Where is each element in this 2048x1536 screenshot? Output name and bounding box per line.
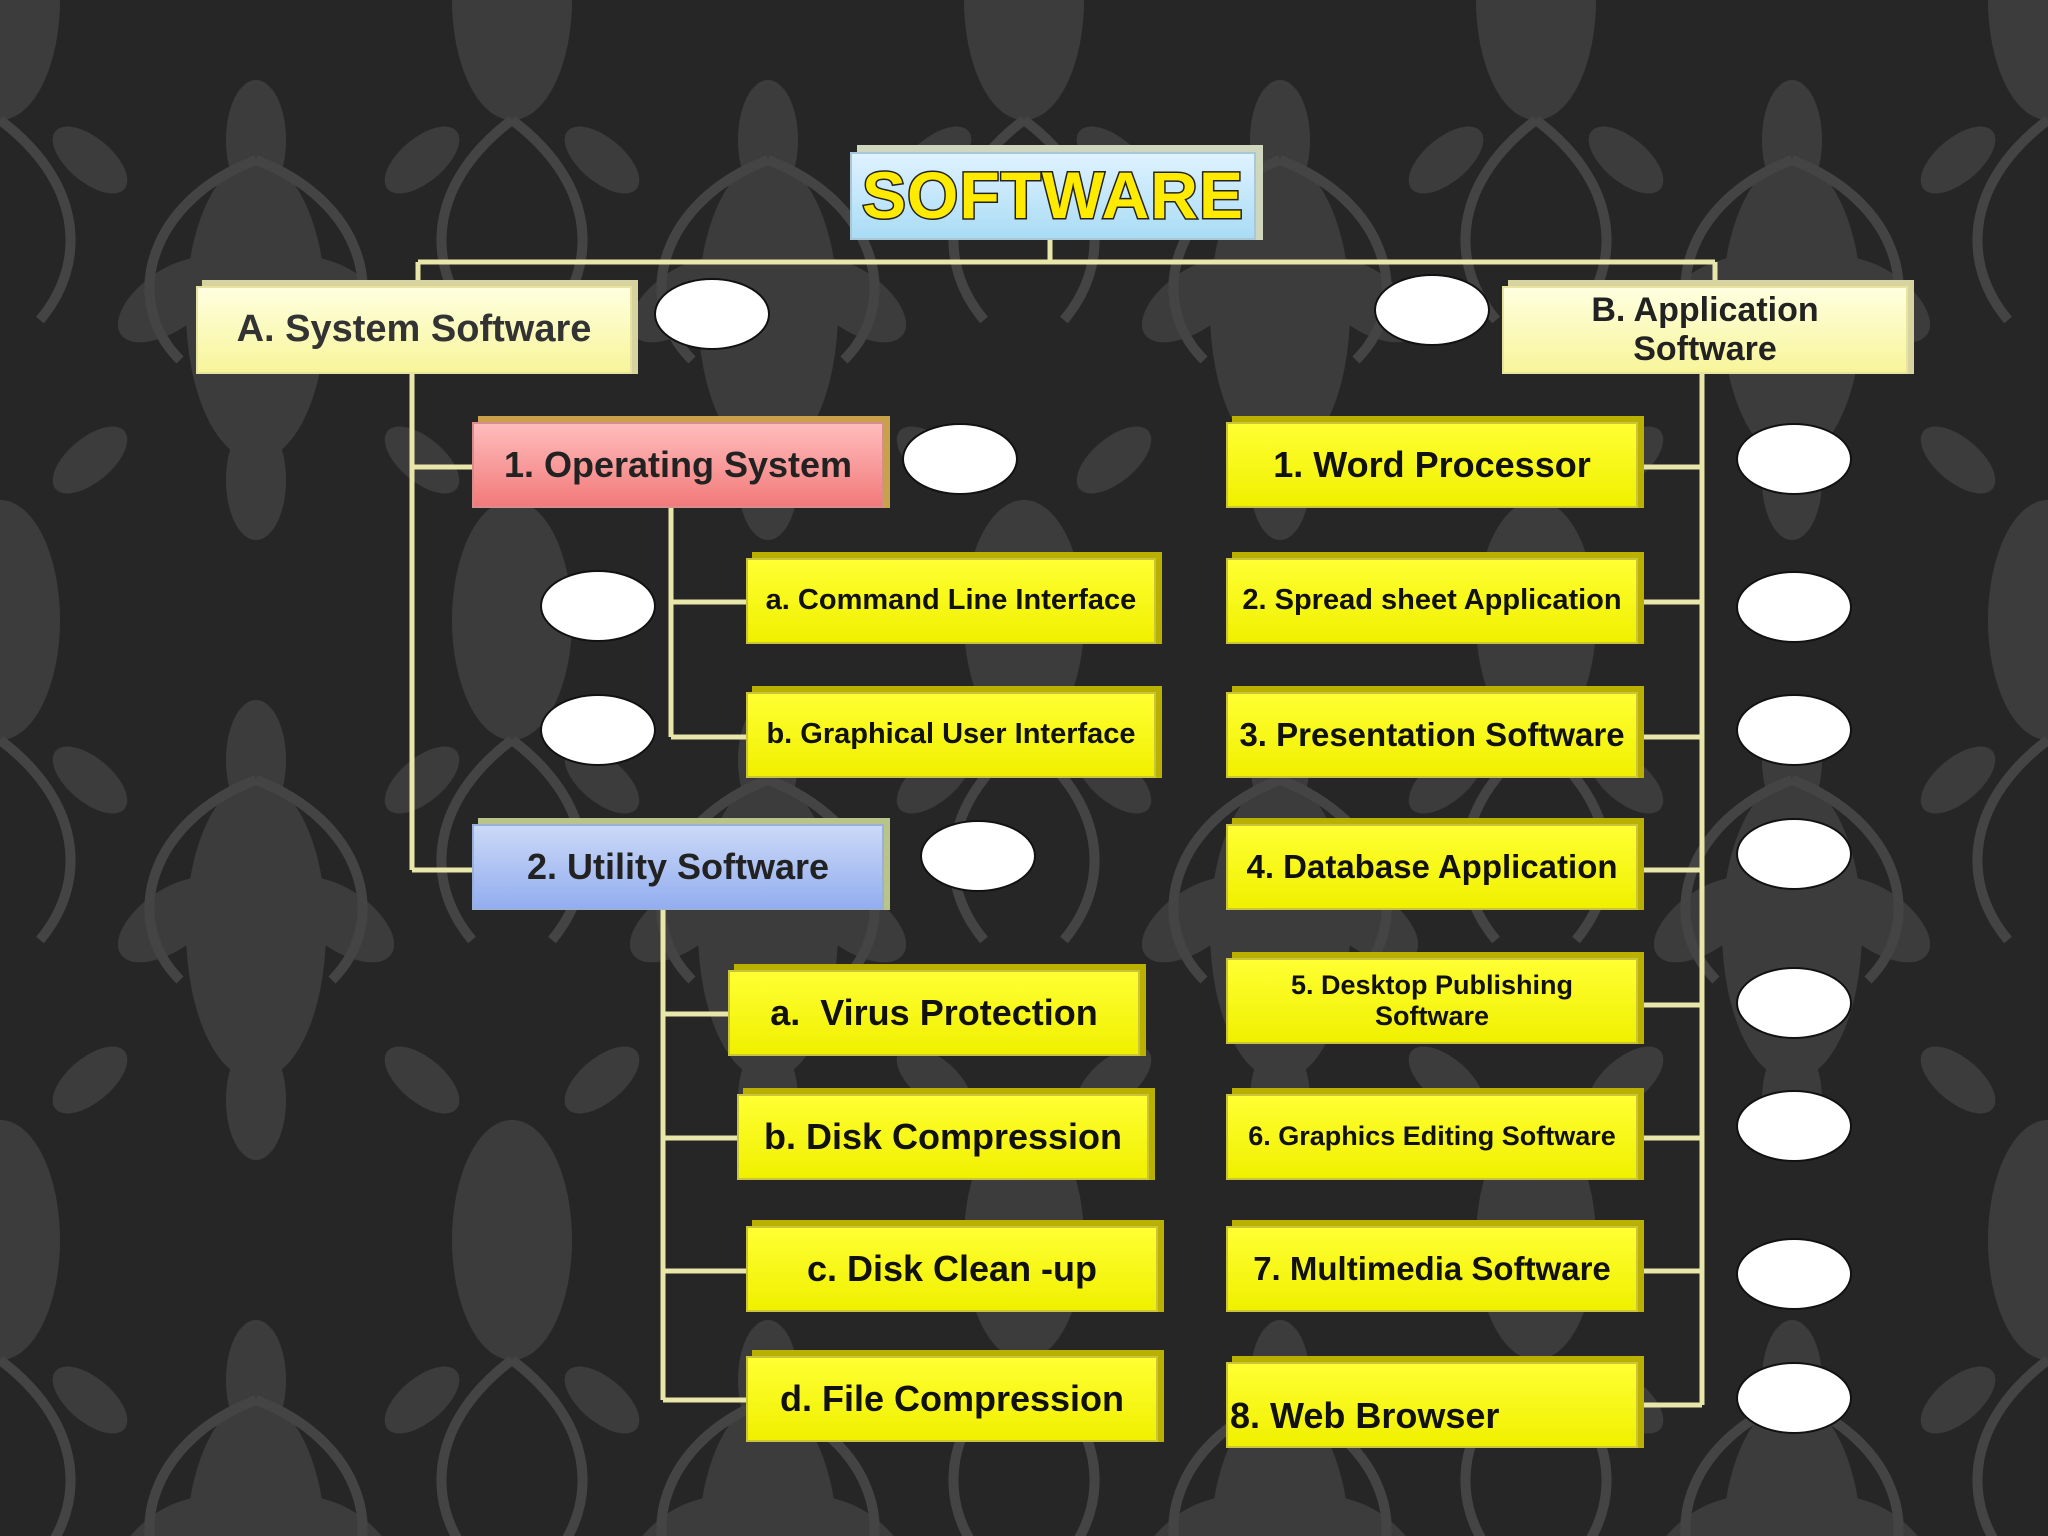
operating-system-box: 1. Operating System — [472, 422, 884, 508]
desktop-publishing-label: 5. Desktop Publishing Software — [1290, 969, 1574, 1031]
system-software-label: A. System Software — [236, 308, 592, 351]
database-application-box: 4. Database Application — [1226, 824, 1638, 910]
presentation-software-label: 3. Presentation Software — [1239, 716, 1625, 754]
utility-software-box: 2. Utility Software — [472, 824, 884, 910]
word-processor-box: 1. Word Processor — [1226, 422, 1638, 508]
answer-oval-graphics-editing[interactable] — [1736, 1090, 1852, 1162]
page-title: SOFTWARE — [861, 157, 1245, 234]
graphics-editing-box: 6. Graphics Editing Software — [1226, 1094, 1638, 1180]
application-software-label: B. Application Software — [1591, 290, 1819, 368]
answer-oval-desktop-publishing[interactable] — [1736, 967, 1852, 1039]
database-application-label: 4. Database Application — [1246, 848, 1618, 886]
presentation-software-box: 3. Presentation Software — [1226, 692, 1638, 778]
web-browser-label: 8. Web Browser — [1230, 1395, 1500, 1437]
title-box: SOFTWARE — [850, 152, 1256, 240]
disk-compression-label: b. Disk Compression — [763, 1116, 1123, 1158]
virus-protection-label: a. Virus Protection — [770, 992, 1098, 1034]
command-line-interface-box: a. Command Line Interface — [746, 558, 1156, 644]
answer-oval-web-browser[interactable] — [1736, 1362, 1852, 1434]
spreadsheet-application-box: 2. Spread sheet Application — [1226, 558, 1638, 644]
desktop-publishing-box: 5. Desktop Publishing Software — [1226, 958, 1638, 1044]
graphical-user-interface-label: b. Graphical User Interface — [766, 718, 1136, 751]
answer-oval-application-software[interactable] — [1374, 274, 1490, 346]
multimedia-software-label: 7. Multimedia Software — [1253, 1250, 1611, 1288]
web-browser-box: 8. Web Browser — [1226, 1362, 1638, 1448]
spreadsheet-application-label: 2. Spread sheet Application — [1242, 584, 1622, 617]
disk-clean-up-label: c. Disk Clean -up — [806, 1248, 1098, 1290]
operating-system-label: 1. Operating System — [503, 444, 853, 486]
answer-oval-utility-software[interactable] — [920, 820, 1036, 892]
system-software-box: A. System Software — [196, 286, 632, 374]
file-compression-box: d. File Compression — [746, 1356, 1158, 1442]
graphics-editing-label: 6. Graphics Editing Software — [1248, 1121, 1616, 1152]
utility-software-label: 2. Utility Software — [526, 846, 830, 888]
command-line-interface-label: a. Command Line Interface — [765, 584, 1137, 617]
answer-oval-graphical-user[interactable] — [540, 694, 656, 766]
answer-oval-command-line[interactable] — [540, 570, 656, 642]
answer-oval-presentation[interactable] — [1736, 694, 1852, 766]
graphical-user-interface-box: b. Graphical User Interface — [746, 692, 1156, 778]
answer-oval-operating-system[interactable] — [902, 423, 1018, 495]
answer-oval-multimedia[interactable] — [1736, 1238, 1852, 1310]
answer-oval-word-processor[interactable] — [1736, 423, 1852, 495]
answer-oval-spreadsheet[interactable] — [1736, 571, 1852, 643]
answer-oval-database[interactable] — [1736, 818, 1852, 890]
disk-compression-box: b. Disk Compression — [737, 1094, 1149, 1180]
file-compression-label: d. File Compression — [779, 1378, 1125, 1420]
word-processor-label: 1. Word Processor — [1273, 444, 1591, 486]
virus-protection-box: a. Virus Protection — [728, 970, 1140, 1056]
answer-oval-system-software[interactable] — [654, 278, 770, 350]
disk-clean-up-box: c. Disk Clean -up — [746, 1226, 1158, 1312]
application-software-box: B. Application Software — [1502, 286, 1908, 374]
multimedia-software-box: 7. Multimedia Software — [1226, 1226, 1638, 1312]
